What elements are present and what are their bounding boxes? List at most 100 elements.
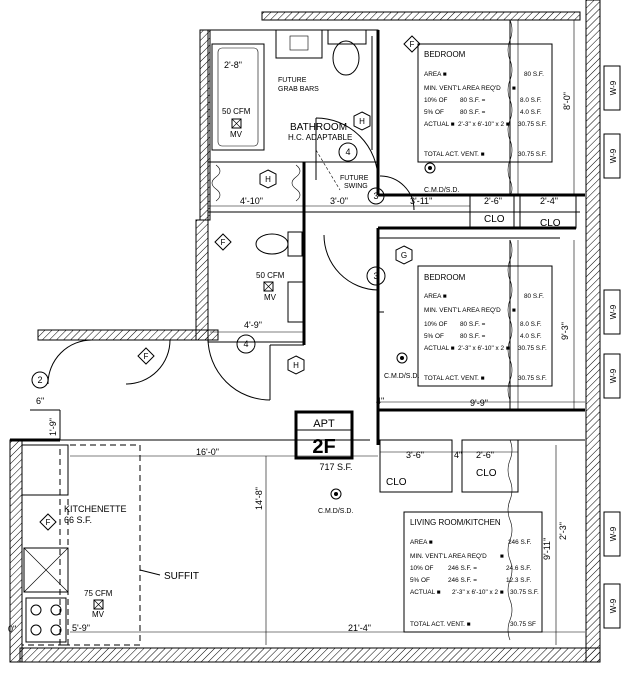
bathroom-name: BATHROOM [290,122,347,133]
closet-3: CLO [386,477,407,488]
svg-text:30.75 S.F.: 30.75 S.F. [510,589,539,596]
svg-text:H: H [293,361,299,370]
schedule-3-text: LIVING ROOM/KITCHEN AREA ■ 246 S.F. MIN.… [410,518,539,628]
svg-text:30.75 S.F.: 30.75 S.F. [518,345,547,352]
svg-text:30.75 S.F.: 30.75 S.F. [518,121,547,128]
dim-bed-door: 3'-11" [410,196,432,206]
wc-toilet [255,233,289,255]
svg-text:W-9: W-9 [609,148,618,163]
svg-text:80 S.F.: 80 S.F. [524,71,544,78]
svg-text:5% OF: 5% OF [424,333,444,340]
dim-left-b: 6" [36,396,44,406]
svg-text:4: 4 [345,147,350,157]
future-swing-2: SWING [344,183,368,190]
svg-text:W-9: W-9 [609,368,618,383]
toilet-bowl [332,40,360,76]
svg-text:ACTUAL ■: ACTUAL ■ [424,345,455,352]
apt-area: 717 S.F. [319,462,352,472]
exterior-wall-right [585,0,601,663]
svg-text:TOTAL ACT. VENT. ■: TOTAL ACT. VENT. ■ [424,151,485,158]
svg-text:ACTUAL ■: ACTUAL ■ [410,589,441,596]
svg-text:3: 3 [373,271,378,281]
dim-clo3: 3'-6" [406,450,424,460]
svg-text:246 S.F. =: 246 S.F. = [448,577,477,584]
dim-wc-width: 4'-10" [240,196,263,206]
kitchen-counter [21,444,69,496]
svg-text:30.75 SF: 30.75 SF [510,621,536,628]
apartment-tag-box [294,410,354,460]
kitchen-fan-cfm: 75 CFM [84,589,113,598]
dim-bed1-height: 8'-0" [562,92,572,110]
marker-4-bath [338,142,358,162]
svg-text:W-9: W-9 [609,80,618,95]
exterior-wall-top [261,11,581,21]
svg-text:10% OF: 10% OF [424,321,448,328]
svg-text:80 S.F. =: 80 S.F. = [460,321,486,328]
svg-text:10% OF: 10% OF [410,565,434,572]
dim-right-b: 9'-11" [542,538,552,560]
schedule-1-text: BEDROOM AREA ■ 80 S.F. MIN. VENT'L AREA … [424,50,547,158]
svg-text:MIN. VENT'L AREA REQ'D: MIN. VENT'L AREA REQ'D [410,553,487,560]
svg-text:8.0 S.F.: 8.0 S.F. [520,321,542,328]
dim-bath-width: 2'-8" [224,60,242,70]
cmd-bed2: C.M.D/S.D. [384,373,419,380]
svg-text:MIN. VENT'L AREA REQ'D: MIN. VENT'L AREA REQ'D [424,85,501,92]
svg-text:W-9: W-9 [609,526,618,541]
range [25,597,67,643]
wc-fan-cfm: 50 CFM [256,271,285,280]
dim-bed2-width: 9'-9" [470,398,488,408]
bathroom-sub: H.C. ADAPTABLE [288,133,352,142]
svg-text:AREA ■: AREA ■ [424,293,447,300]
svg-text:246 S.F.: 246 S.F. [508,539,532,546]
suffit-label: SUFFIT [164,571,199,582]
svg-text:BEDROOM: BEDROOM [424,50,466,59]
svg-text:4: 4 [243,339,248,349]
corridor-wall [37,329,219,341]
marker-3-bed [366,266,386,286]
bath-west-wall [199,29,211,221]
refrigerator [23,547,69,593]
wc-sink [287,281,305,323]
toilet-tank [327,29,367,45]
svg-text:24.6 S.F.: 24.6 S.F. [506,565,531,572]
wc-fan-mv: MV [264,293,277,302]
bath-fan-cfm: 50 CFM [222,107,251,116]
svg-text:4.0 S.F.: 4.0 S.F. [520,109,542,116]
svg-text:F: F [221,238,226,247]
svg-text:F: F [46,518,51,527]
bedroom-1-schedule [417,43,553,163]
sink [275,29,323,59]
dim-wc-bottom: 4'-9" [244,320,262,330]
svg-text:H: H [265,175,271,184]
svg-text:2'-3" x 6'-10" x 2 ■: 2'-3" x 6'-10" x 2 ■ [458,345,510,352]
dim-right-a: 2'-3" [558,522,568,540]
svg-text:TOTAL ACT. VENT. ■: TOTAL ACT. VENT. ■ [410,621,471,628]
kitchenette-name: KITCHENETTE [64,504,127,514]
dim-four-a: 4" [376,396,384,406]
svg-text:F: F [410,40,415,49]
schedule-2-text: BEDROOM AREA ■ 80 S.F. MIN. VENT'L AREA … [424,273,547,382]
cmd-living: C.M.D/S.D. [318,508,353,515]
svg-text:F: F [144,352,149,361]
svg-text:■: ■ [512,85,516,92]
svg-text:30.75 S.F.: 30.75 S.F. [518,375,547,382]
svg-text:■: ■ [512,307,516,314]
bath-fan-mv: MV [230,130,243,139]
svg-text:BEDROOM: BEDROOM [424,273,466,282]
closet-2: CLO [540,218,561,229]
marker-3-corr [367,187,385,205]
kitchenette-area: 66 S.F. [64,515,92,525]
svg-text:80 S.F. =: 80 S.F. = [460,333,486,340]
dim-left-c: 0" [8,624,16,634]
svg-text:2'-3" x 6'-10" x 2 ■: 2'-3" x 6'-10" x 2 ■ [452,589,504,596]
dim-bed2-height: 9'-3" [560,322,570,340]
dim-living-depth: 14'-8" [254,487,264,510]
grab-bars-1: FUTURE [278,77,307,84]
dim-clo1: 2'-6" [484,196,502,206]
grab-bars-2: GRAB BARS [278,86,319,93]
svg-text:H: H [359,117,365,126]
exterior-wall-bottom [19,647,601,663]
wc-west-wall [195,219,209,341]
living-schedule [403,511,543,633]
svg-text:■: ■ [500,553,504,560]
